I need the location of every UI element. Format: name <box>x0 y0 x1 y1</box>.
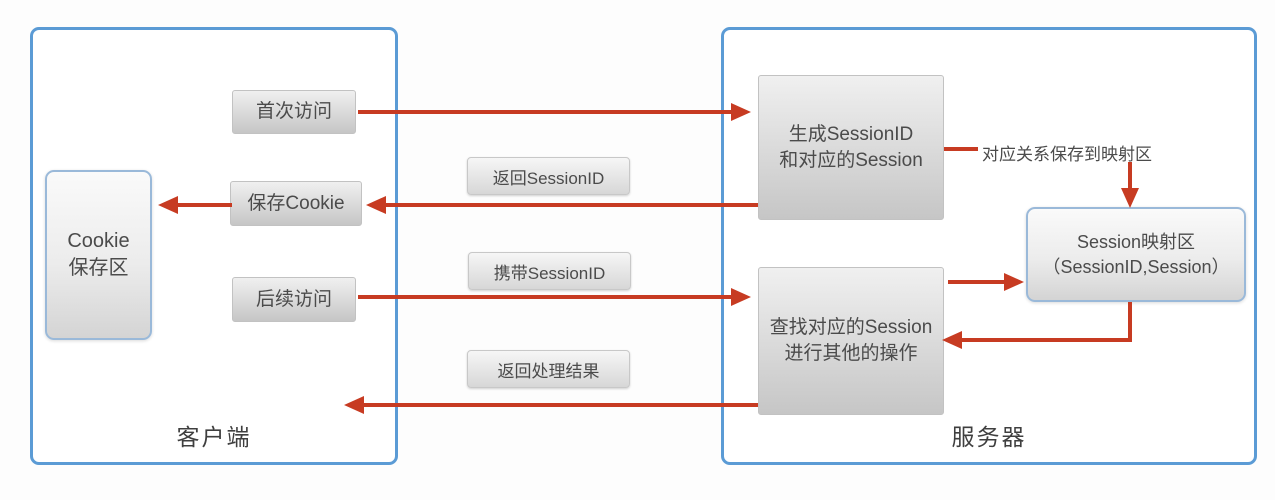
return-result-label: 返回处理结果 <box>467 350 630 388</box>
arrow-map-note-line <box>944 147 978 151</box>
return-sessionid-label: 返回SessionID <box>467 157 630 195</box>
first-visit-box: 首次访问 <box>232 90 356 134</box>
cookie-store-line2: 保存区 <box>68 257 129 279</box>
subsequent-visit-box: 后续访问 <box>232 277 356 322</box>
arrow-map-return-vline <box>1128 302 1132 342</box>
arrow-first-visit-head-icon <box>731 103 751 121</box>
find-session-box: 查找对应的Session 进行其他的操作 <box>758 267 944 415</box>
cookie-store-line1: Cookie <box>67 230 130 252</box>
save-cookie-label: 保存Cookie <box>247 192 345 214</box>
return-sessionid-text: 返回SessionID <box>492 168 605 188</box>
arrow-return-result-line <box>364 403 758 407</box>
save-cookie-box: 保存Cookie <box>230 181 362 226</box>
generate-session-line2: 和对应的Session <box>779 149 923 171</box>
generate-session-line1: 生成SessionID <box>788 123 914 145</box>
session-map-box: Session映射区 （SessionID,Session） <box>1026 207 1246 302</box>
arrow-subsequent-visit-line <box>358 295 732 299</box>
find-session-line1: 查找对应的Session <box>769 317 933 339</box>
arrow-first-visit-line <box>358 110 732 114</box>
find-session-line2: 进行其他的操作 <box>784 343 918 364</box>
arrow-map-return-hline <box>962 338 1132 342</box>
arrow-subsequent-visit-head-icon <box>731 288 751 306</box>
arrow-map-save-vline <box>1128 162 1132 188</box>
cookie-store-box: Cookie 保存区 <box>45 170 152 340</box>
server-label: 服务器 <box>951 424 1027 450</box>
generate-session-box: 生成SessionID 和对应的Session <box>758 75 944 220</box>
arrow-find-to-map-line <box>948 280 1004 284</box>
carry-sessionid-text: 携带SessionID <box>493 263 606 283</box>
arrow-map-return-head-icon <box>942 331 962 349</box>
client-label: 客户端 <box>176 424 252 450</box>
arrow-map-save-head-icon <box>1121 188 1139 208</box>
first-visit-label: 首次访问 <box>255 101 332 123</box>
arrow-save-cookie-head-icon <box>158 196 178 214</box>
return-result-text: 返回处理结果 <box>497 361 600 381</box>
map-note: 对应关系保存到映射区 <box>982 145 1152 164</box>
session-map-line1: Session映射区 <box>1076 232 1196 253</box>
session-map-line2: （SessionID,Session） <box>1042 256 1230 277</box>
subsequent-visit-label: 后续访问 <box>255 288 332 310</box>
arrow-return-sessionid-head-icon <box>366 196 386 214</box>
arrow-find-to-map-head-icon <box>1004 273 1024 291</box>
arrow-save-cookie-line <box>178 203 232 207</box>
carry-sessionid-label: 携带SessionID <box>468 252 631 290</box>
arrow-return-sessionid-line <box>386 203 758 207</box>
arrow-return-result-head-icon <box>344 396 364 414</box>
